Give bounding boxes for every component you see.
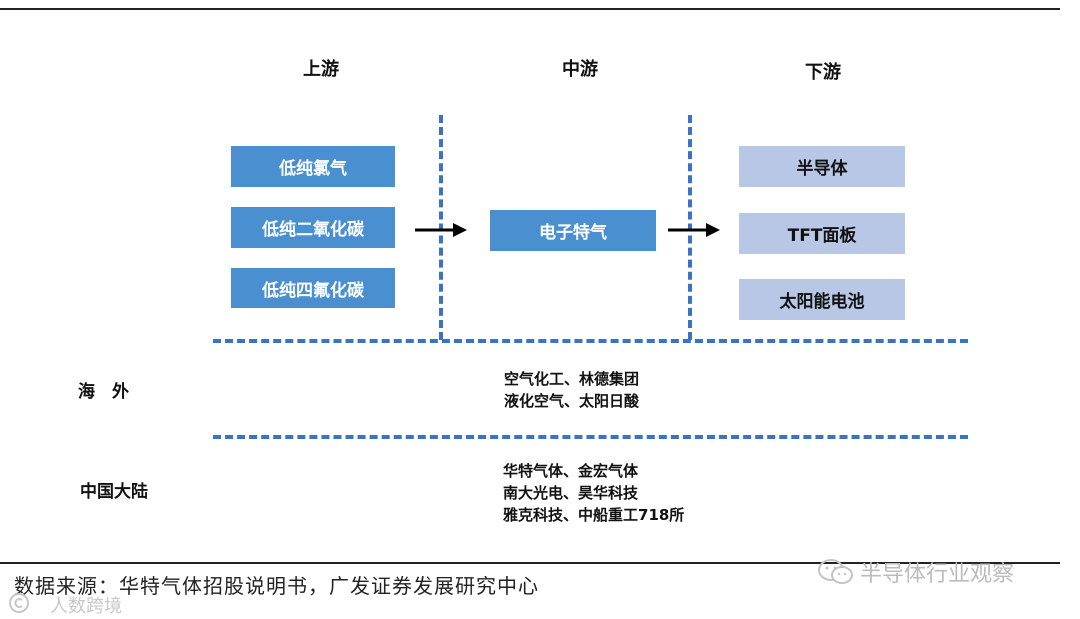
midstream-box-electronic-gas: 电子特气 <box>490 210 656 251</box>
downstream-box-semiconductor: 半导体 <box>739 146 905 187</box>
downstream-box-solar-cell: 太阳能电池 <box>739 279 905 320</box>
company-line: 空气化工、林德集团 <box>504 370 640 388</box>
arrow-icon-upstream-to-midstream <box>415 223 467 237</box>
header-midstream: 中游 <box>562 59 598 80</box>
top-rule <box>0 8 1060 10</box>
companies-mainland-china: 华特气体、金宏气体 南大光电、昊华科技 雅克科技、中船重工718所 <box>503 460 684 526</box>
separator-upstream-midstream <box>439 115 443 340</box>
divider-dashed-1 <box>213 339 968 343</box>
company-line: 南大光电、昊华科技 <box>503 484 639 502</box>
divider-dashed-2 <box>213 435 968 439</box>
row-label-mainland-china: 中国大陆 <box>80 482 148 502</box>
header-downstream: 下游 <box>805 62 841 83</box>
copyright-icon <box>9 593 29 613</box>
bottom-rule <box>0 562 1060 564</box>
row-label-overseas: 海 外 <box>78 382 129 402</box>
companies-overseas: 空气化工、林德集团 液化空气、太阳日酸 <box>504 368 639 412</box>
watermark-source-account: 半导体行业观察 <box>860 562 1015 587</box>
upstream-box-co2: 低纯二氧化碳 <box>231 207 395 248</box>
downstream-box-tft-panel: TFT面板 <box>739 213 905 254</box>
data-source-note: 数据来源：华特气体招股说明书，广发证券发展研究中心 <box>14 574 539 598</box>
upstream-box-cf4: 低纯四氟化碳 <box>231 268 395 308</box>
separator-midstream-downstream <box>688 115 692 340</box>
upstream-box-chlorine: 低纯氯气 <box>231 146 395 187</box>
company-line: 液化空气、太阳日酸 <box>504 392 640 410</box>
company-line: 雅克科技、中船重工718所 <box>503 506 685 524</box>
arrow-icon-midstream-to-downstream <box>668 223 720 237</box>
watermark-left: 人数跨境 <box>50 596 122 617</box>
company-line: 华特气体、金宏气体 <box>503 462 639 480</box>
wechat-icon <box>818 559 853 584</box>
header-upstream: 上游 <box>303 59 339 80</box>
